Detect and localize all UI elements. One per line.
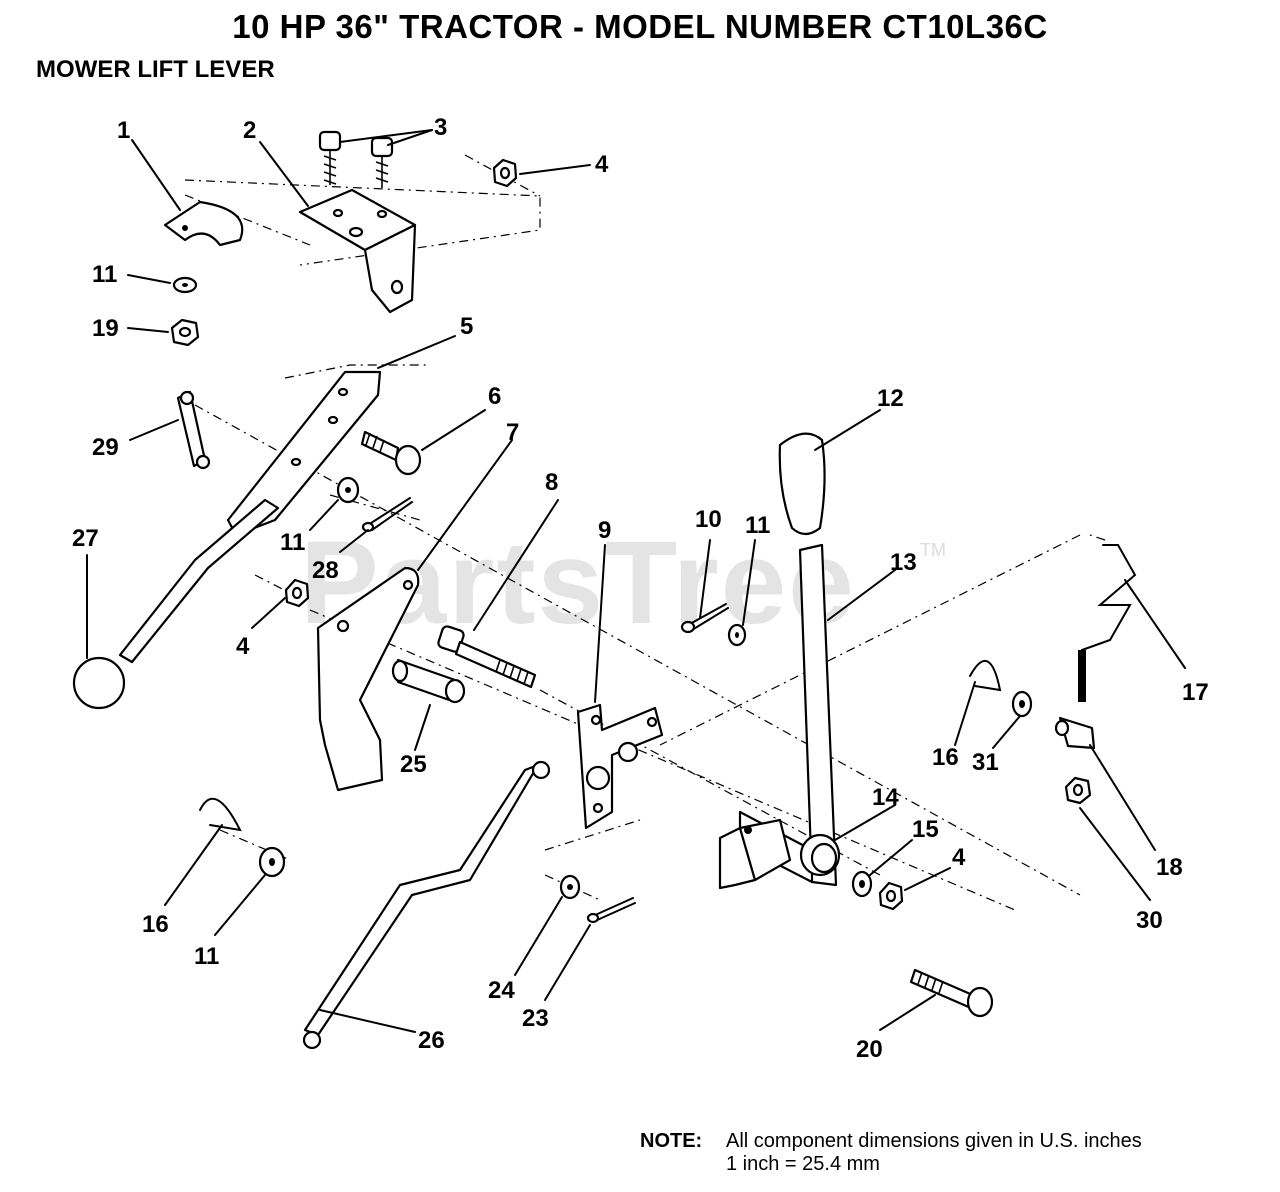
callout-31: 31 bbox=[972, 749, 999, 776]
part-27-knob-rod bbox=[72, 498, 280, 710]
diagram-subtitle: MOWER LIFT LEVER bbox=[36, 56, 275, 83]
callout-30: 30 bbox=[1136, 907, 1163, 934]
part-20-bolt bbox=[909, 968, 994, 1018]
callout-25: 25 bbox=[400, 751, 427, 778]
callout-8: 8 bbox=[545, 469, 558, 496]
callout-11-top: 11 bbox=[92, 261, 117, 288]
callout-15: 15 bbox=[912, 816, 939, 843]
callout-16-right: 16 bbox=[932, 744, 959, 771]
part-7-plate bbox=[316, 566, 420, 792]
part-13-lift-lever bbox=[718, 543, 838, 890]
callout-19: 19 bbox=[92, 315, 119, 342]
callout-27: 27 bbox=[72, 525, 99, 552]
callout-10: 10 bbox=[695, 506, 722, 533]
part-26-link-rod bbox=[302, 760, 551, 1050]
callout-11-right: 11 bbox=[745, 512, 770, 539]
part-29-link bbox=[176, 390, 211, 470]
part-10-cotter-pin bbox=[680, 603, 729, 634]
callout-18: 18 bbox=[1156, 854, 1183, 881]
part-4-nut-top bbox=[492, 158, 518, 188]
callout-4-right: 4 bbox=[952, 844, 966, 871]
leader-lines bbox=[86, 129, 1186, 1033]
part-6-bolt bbox=[360, 430, 422, 476]
callout-11-mid: 11 bbox=[280, 529, 305, 556]
part-12-handle-grip bbox=[778, 432, 826, 536]
callout-numbers: 1 2 3 4 11 19 5 12 6 7 29 8 27 11 28 9 1… bbox=[72, 114, 1209, 1063]
part-8-bolt bbox=[437, 625, 537, 689]
note-label: NOTE: bbox=[640, 1130, 703, 1152]
part-24-washer bbox=[559, 874, 581, 900]
callout-13: 13 bbox=[890, 549, 917, 576]
part-14-bushing bbox=[799, 833, 841, 877]
part-16-hairpin-left bbox=[199, 797, 242, 832]
dimension-note: NOTE: All component dimensions given in U… bbox=[640, 1130, 1142, 1176]
part-2-bracket bbox=[298, 188, 417, 314]
part-9-pivot-bracket bbox=[576, 703, 664, 830]
part-31-washer bbox=[1011, 690, 1033, 718]
callout-1: 1 bbox=[117, 117, 130, 144]
part-23-cotter-pin bbox=[586, 897, 636, 924]
part-19-nut bbox=[170, 318, 200, 347]
part-17-adjust-rod bbox=[1078, 544, 1137, 702]
callout-26: 26 bbox=[418, 1027, 445, 1054]
part-5-lift-arm bbox=[226, 370, 382, 537]
diagram-title: 10 HP 36" TRACTOR - MODEL NUMBER CT10L36… bbox=[232, 8, 1048, 45]
callout-2: 2 bbox=[243, 117, 256, 144]
part-4-nut-right bbox=[878, 881, 904, 911]
callout-3: 3 bbox=[434, 114, 447, 141]
callout-29: 29 bbox=[92, 434, 119, 461]
watermark-tm: TM bbox=[920, 540, 946, 560]
callout-11-bottom: 11 bbox=[194, 943, 219, 970]
callout-24: 24 bbox=[488, 977, 515, 1004]
callout-4-left: 4 bbox=[236, 633, 250, 660]
callout-7: 7 bbox=[506, 419, 519, 446]
callout-6: 6 bbox=[488, 383, 501, 410]
note-line-2: 1 inch = 25.4 mm bbox=[726, 1153, 880, 1175]
part-4-nut-left bbox=[284, 578, 310, 608]
callout-23: 23 bbox=[522, 1005, 549, 1032]
callout-9: 9 bbox=[598, 517, 611, 544]
part-30-nut bbox=[1064, 776, 1092, 805]
callout-5: 5 bbox=[460, 313, 473, 340]
part-11-washers bbox=[172, 276, 747, 878]
part-16-hairpin-right bbox=[969, 660, 1002, 692]
callout-17: 17 bbox=[1182, 679, 1209, 706]
part-18-trunnion bbox=[1054, 716, 1096, 750]
callout-16-left: 16 bbox=[142, 911, 169, 938]
callout-4-top: 4 bbox=[595, 151, 609, 178]
part-15-washer bbox=[851, 870, 873, 898]
assembly-lines bbox=[184, 154, 1106, 911]
part-1-clip bbox=[163, 200, 244, 247]
note-line-1: All component dimensions given in U.S. i… bbox=[726, 1130, 1142, 1152]
part-28-cotter-pin bbox=[361, 497, 413, 533]
callout-12: 12 bbox=[877, 385, 904, 412]
callout-14: 14 bbox=[872, 784, 899, 811]
part-25-spacer bbox=[391, 658, 466, 704]
callout-28: 28 bbox=[312, 557, 339, 584]
callout-20: 20 bbox=[856, 1036, 883, 1063]
